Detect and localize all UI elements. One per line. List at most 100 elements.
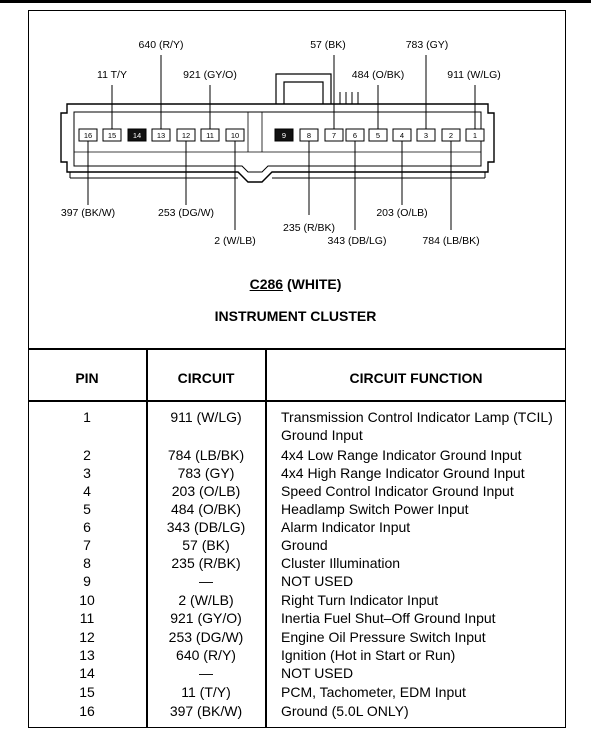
cavity-number: 3: [424, 131, 428, 140]
header-circuit: CIRCUIT: [177, 370, 235, 386]
connector-body: [60, 103, 495, 183]
function-cell: 4x4 Low Range Indicator Ground Input: [281, 447, 522, 463]
pin-cell: 15: [79, 684, 95, 700]
wire-label-pin-12: 253 (DG/W): [158, 207, 214, 219]
connector-color: (WHITE): [286, 276, 342, 292]
wire-label-pin-8: 235 (R/BK): [283, 222, 335, 234]
pin-cell: 6: [83, 519, 91, 535]
pin-cell: 7: [83, 537, 91, 553]
cavity-number: 1: [473, 131, 477, 140]
function-cell: Speed Control Indicator Ground Input: [281, 483, 514, 499]
figure-frame: [28, 10, 566, 728]
pin-cell: 3: [83, 465, 91, 481]
table-header-rule: [28, 400, 566, 402]
connector-diagram: 16 15 14 13 12 11 10 9 8 7 6 5 4 3 2 1 640 (R/Y) 11 T/Y 9…: [60, 39, 501, 247]
function-cell: Alarm Indicator Input: [281, 519, 411, 535]
wire-label-pin-11: 921 (GY/O): [183, 69, 237, 81]
pin-cell: 4: [83, 483, 91, 499]
pin-cell: 5: [83, 501, 91, 517]
cavity-9: [274, 128, 294, 142]
function-cell: Cluster Illumination: [281, 555, 401, 571]
pin-cell: 1: [83, 409, 91, 425]
circuit-cell: 11 (T/Y): [181, 684, 231, 700]
circuit-cell: 203 (O/LB): [171, 483, 241, 499]
function-cell: NOT USED: [281, 665, 354, 681]
circuit-cell: 235 (R/BK): [171, 555, 241, 571]
circuit-cell: 2 (W/LB): [178, 592, 234, 608]
circuit-cell: 640 (R/Y): [176, 647, 236, 663]
circuit-cell: —: [199, 665, 213, 681]
wire-label-pin-13: 640 (R/Y): [139, 39, 184, 51]
function-cell: Engine Oil Pressure Switch Input: [281, 629, 486, 645]
cavity-number: 2: [449, 131, 453, 140]
header-pin: PIN: [75, 370, 99, 386]
cavity-number: 14: [133, 131, 141, 140]
wire-label-pin-3: 783 (GY): [406, 39, 449, 51]
circuit-cell: 57 (BK): [182, 537, 230, 553]
function-cell: NOT USED: [281, 573, 354, 589]
table-col-divider-1: [146, 348, 148, 728]
circuit-cell: 921 (GY/O): [170, 610, 242, 626]
pin-cell: 14: [79, 665, 95, 681]
cavity-14: [127, 128, 147, 142]
function-cell: Transmission Control Indicator Lamp (TCI…: [281, 409, 553, 443]
top-border-line: [0, 0, 591, 3]
cavity-number: 6: [353, 131, 357, 140]
connector-cavities: 16 15 14 13 12 11 10 9 8 7 6 5 4 3 2 1: [78, 128, 485, 142]
pin-cell: 8: [83, 555, 91, 571]
wire-label-pin-10: 2 (W/LB): [214, 235, 255, 247]
function-cell: Right Turn Indicator Input: [281, 592, 439, 608]
pin-cell: 2: [83, 447, 91, 463]
function-cell: Headlamp Switch Power Input: [281, 501, 469, 517]
cavity-number: 4: [400, 131, 404, 140]
pin-cell: 13: [79, 647, 95, 663]
wire-labels: 640 (R/Y) 11 T/Y 921 (GY/O) 57 (BK) 783 (GY)…: [61, 39, 501, 247]
cavity-number: 10: [231, 131, 239, 140]
circuit-cell: 484 (O/BK): [170, 501, 242, 517]
function-cell: 4x4 High Range Indicator Ground Input: [281, 465, 525, 481]
pin-cell: 11: [79, 610, 95, 626]
function-cell: Ground: [281, 537, 328, 553]
wire-label-pin-1: 911 (W/LG): [447, 69, 500, 81]
cavity-number: 13: [157, 131, 165, 140]
cavity-number: 7: [332, 131, 336, 140]
circuit-cell: 253 (DG/W): [168, 629, 244, 645]
function-cell: Ignition (Hot in Start or Run): [281, 647, 456, 663]
cavity-number: 11: [206, 131, 214, 140]
cavity-number: 5: [376, 131, 380, 140]
circuit-cell: 783 (GY): [177, 465, 235, 481]
pin-cell: 9: [83, 573, 91, 589]
function-cell: Inertia Fuel Shut–Off Ground Input: [281, 610, 496, 626]
connector-ribs: [69, 92, 486, 179]
cavity-number: 9: [282, 131, 286, 140]
wire-label-pin-7: 57 (BK): [310, 39, 346, 51]
pin-cell: 10: [79, 592, 95, 608]
cavity-number: 16: [84, 131, 92, 140]
function-cell: Ground (5.0L ONLY): [281, 703, 409, 719]
circuit-cell: 397 (BK/W): [169, 703, 243, 719]
function-cell: PCM, Tachometer, EDM Input: [281, 684, 466, 700]
wire-label-pin-6: 343 (DB/LG): [328, 235, 387, 247]
wire-label-pin-16: 397 (BK/W): [61, 207, 115, 219]
circuit-cell: —: [199, 573, 213, 589]
circuit-cell: 343 (DB/LG): [166, 519, 246, 535]
table-col-divider-2: [265, 348, 267, 728]
wire-leaders: [87, 55, 476, 230]
connector-id: C286: [249, 276, 284, 292]
cavity-number: 8: [307, 131, 311, 140]
circuit-cell: 784 (LB/BK): [167, 447, 245, 463]
connector-name: INSTRUMENT CLUSTER: [214, 308, 377, 324]
wire-label-pin-4: 203 (O/LB): [376, 207, 427, 219]
cavity-number: 12: [182, 131, 190, 140]
header-circuit-function: CIRCUIT FUNCTION: [349, 370, 483, 386]
pin-cell: 12: [79, 629, 95, 645]
wire-label-pin-2: 784 (LB/BK): [422, 235, 479, 247]
wire-label-pin-5: 484 (O/BK): [352, 69, 405, 81]
connector-lock-tab: [275, 73, 332, 104]
wire-label-pin-15: 11 T/Y: [97, 69, 127, 81]
circuit-cell: 911 (W/LG): [170, 409, 242, 425]
table-top-rule: [28, 348, 566, 350]
connector-title: C286 (WHITE): [0, 276, 591, 292]
pin-cell: 16: [79, 703, 95, 719]
cavity-number: 15: [108, 131, 116, 140]
